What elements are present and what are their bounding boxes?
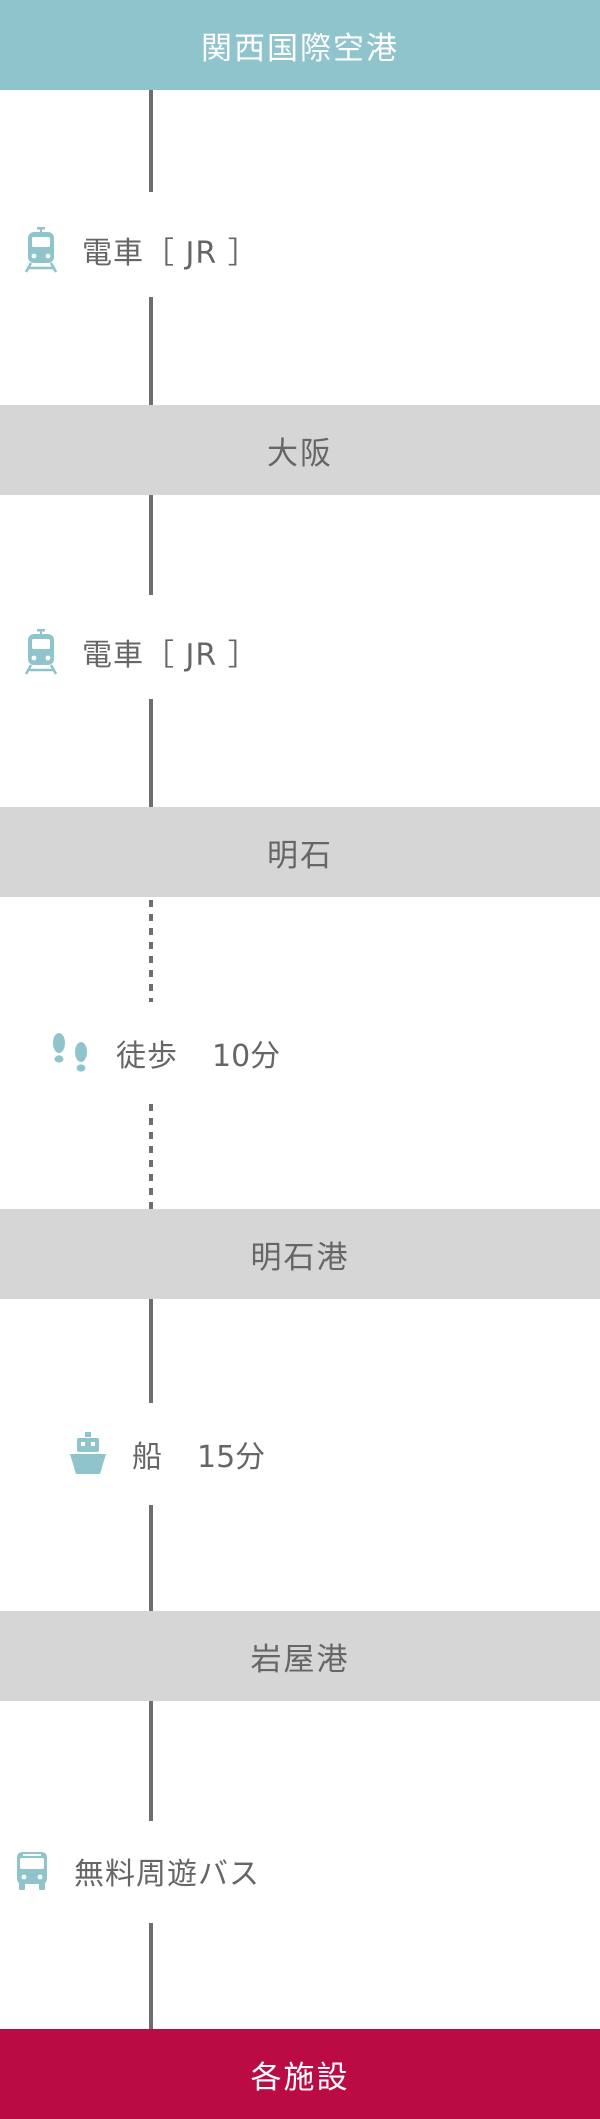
leg-mode-label: 無料周遊バス <box>74 1857 260 1892</box>
bus-icon <box>14 1851 50 1891</box>
connector-line <box>149 90 153 192</box>
station-name: 大阪 <box>267 435 333 472</box>
transport-leg: 電車［ JR ］ <box>0 628 259 676</box>
transport-leg: 徒歩 10分 <box>0 1029 280 1077</box>
connector-line <box>149 1299 153 1403</box>
connector-line <box>149 1701 153 1821</box>
train-icon <box>22 629 60 675</box>
leg-mode-label: 船 <box>132 1440 163 1475</box>
ferry-icon <box>68 1432 108 1476</box>
connector-line <box>149 1505 153 1611</box>
transport-leg: 船 15分 <box>0 1430 265 1478</box>
connector-line <box>149 1923 153 2029</box>
station-iwaya-port: 岩屋港 <box>0 1611 600 1701</box>
connector-line <box>149 297 153 405</box>
station-akashi-port: 明石港 <box>0 1209 600 1299</box>
station-osaka: 大阪 <box>0 405 600 495</box>
station-name: 関西国際空港 <box>201 30 399 67</box>
leg-mode-label: 電車［ JR ］ <box>82 236 259 271</box>
leg-duration: 10分 <box>212 1039 281 1074</box>
leg-mode-label: 徒歩 <box>116 1039 178 1074</box>
connector-line <box>149 495 153 595</box>
leg-mode-label: 電車［ JR ］ <box>82 638 259 673</box>
station-akashi: 明石 <box>0 807 600 897</box>
transport-leg: 無料周遊バス <box>0 1847 260 1895</box>
connector-line <box>149 699 153 807</box>
station-name: 岩屋港 <box>250 1641 350 1678</box>
footprints-icon <box>50 1032 92 1074</box>
station-name: 明石 <box>267 837 333 874</box>
transport-leg: 電車［ JR ］ <box>0 226 259 274</box>
station-origin: 関西国際空港 <box>0 0 600 90</box>
walking-connector-line <box>149 900 153 1002</box>
station-name: 各施設 <box>250 2059 350 2096</box>
station-name: 明石港 <box>250 1239 350 1276</box>
walking-connector-line <box>149 1104 153 1209</box>
station-destination: 各施設 <box>0 2029 600 2119</box>
train-icon <box>22 227 60 273</box>
leg-duration: 15分 <box>197 1440 266 1475</box>
